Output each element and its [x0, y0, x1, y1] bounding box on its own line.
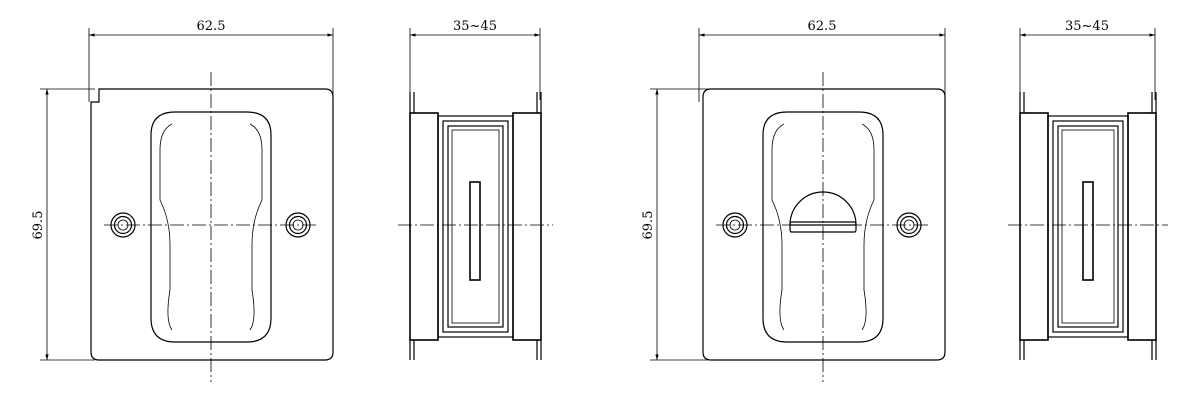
- width-label: 62.5: [808, 19, 837, 34]
- width-dimension: 62.5: [88, 19, 334, 102]
- face-plate: [702, 88, 946, 361]
- finger-recess: [150, 111, 272, 343]
- height-label: 69.5: [641, 211, 656, 240]
- left-flange: [409, 112, 439, 341]
- right-flange: [1127, 112, 1157, 341]
- body-frame: [437, 115, 514, 338]
- passage-side-view: 35~45: [398, 19, 553, 360]
- right-flange: [512, 112, 542, 341]
- height-dimension: 69.5: [31, 88, 95, 361]
- recess-inner-curve: [159, 123, 173, 331]
- height-label: 69.5: [31, 211, 46, 240]
- latch-slot: [469, 181, 481, 281]
- height-dimension: 69.5: [641, 88, 708, 361]
- passage-front-view: 62.5 69.5: [31, 19, 334, 382]
- privacy-side-view: 35~45: [1008, 19, 1168, 360]
- face-plate: [90, 88, 334, 361]
- width-dimension: 62.5: [698, 19, 946, 102]
- latch-slot: [1082, 181, 1094, 281]
- body-frame: [1047, 115, 1129, 338]
- width-dimension: 35~45: [1019, 19, 1156, 100]
- privacy-front-view: 62.5 69.5: [641, 19, 946, 382]
- width-dimension: 35~45: [409, 19, 541, 100]
- recess-inner-curve-right: [249, 123, 263, 331]
- width-label: 35~45: [453, 19, 497, 34]
- finger-recess: [762, 111, 884, 343]
- width-label: 62.5: [197, 19, 226, 34]
- left-flange: [1019, 112, 1049, 341]
- width-label: 35~45: [1065, 19, 1109, 34]
